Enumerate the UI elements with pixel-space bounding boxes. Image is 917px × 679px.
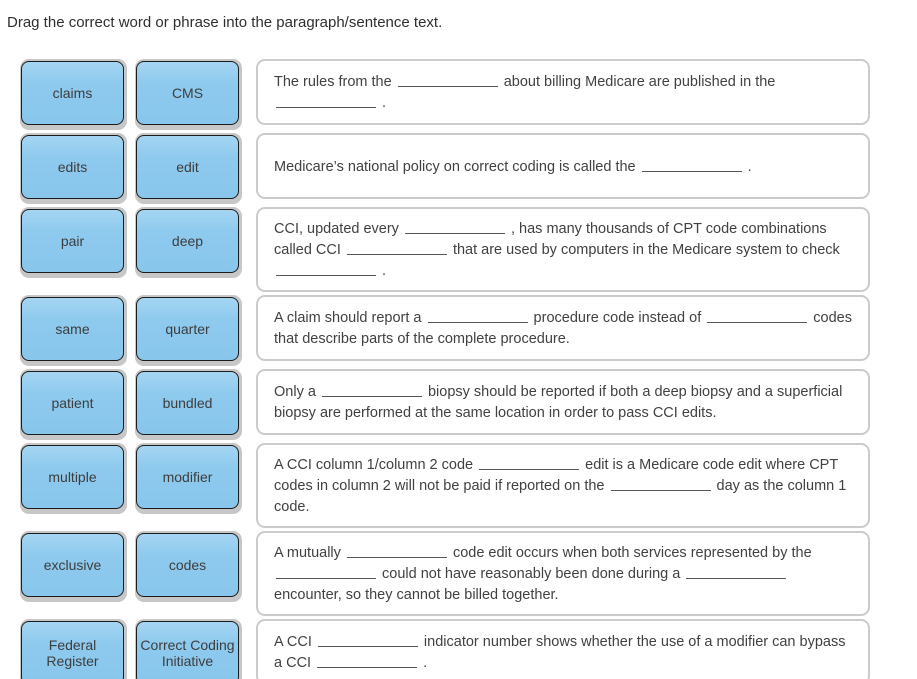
word-tile[interactable]: edit xyxy=(136,135,239,199)
blank-drop-target[interactable] xyxy=(346,543,447,558)
tile-slot: modifier xyxy=(135,443,242,514)
blank-drop-target[interactable] xyxy=(317,632,418,647)
tile-slot: multiple xyxy=(20,443,127,514)
sentence-box: The rules from the about billing Medicar… xyxy=(256,59,870,125)
tile-slot: quarter xyxy=(135,295,242,366)
blank-drop-target[interactable] xyxy=(404,219,505,234)
blank-drop-target[interactable] xyxy=(707,308,808,323)
blank-drop-target[interactable] xyxy=(346,240,447,255)
sentence-text: Only a biopsy should be reported if both… xyxy=(274,382,843,421)
blank-drop-target[interactable] xyxy=(427,308,528,323)
word-tile[interactable]: codes xyxy=(136,533,239,597)
tile-slot: edit xyxy=(135,133,242,204)
word-tile[interactable]: deep xyxy=(136,209,239,273)
sentence-text: The rules from the about billing Medicar… xyxy=(274,72,776,111)
tile-slot: same xyxy=(20,295,127,366)
tile-slot: bundled xyxy=(135,369,242,440)
blank-drop-target[interactable] xyxy=(479,455,580,470)
word-tile[interactable]: multiple xyxy=(21,445,124,509)
sentence-box: A claim should report a procedure code i… xyxy=(256,295,870,361)
blank-drop-target[interactable] xyxy=(317,653,418,668)
blank-drop-target[interactable] xyxy=(276,93,376,108)
tile-slot: Federal Register xyxy=(20,619,127,679)
sentence-box: CCI, updated every , has many thousands … xyxy=(256,207,870,292)
word-tile[interactable]: exclusive xyxy=(21,533,124,597)
word-tile[interactable]: bundled xyxy=(136,371,239,435)
tile-slot: CMS xyxy=(135,59,242,130)
tile-slot: pair xyxy=(20,207,127,278)
sentence-text: A CCI indicator number shows whether the… xyxy=(274,632,846,671)
word-tile[interactable]: quarter xyxy=(136,297,239,361)
tile-slot: claims xyxy=(20,59,127,130)
blank-drop-target[interactable] xyxy=(276,261,376,276)
instruction-text: Drag the correct word or phrase into the… xyxy=(7,14,443,31)
word-tile[interactable]: patient xyxy=(21,371,124,435)
tile-slot: codes xyxy=(135,531,242,602)
tile-slot: deep xyxy=(135,207,242,278)
blank-drop-target[interactable] xyxy=(276,564,376,579)
tile-slot: edits xyxy=(20,133,127,204)
tile-slot: Correct Coding Initiative xyxy=(135,619,242,679)
tile-slot: patient xyxy=(20,369,127,440)
sentence-box: A mutually code edit occurs when both se… xyxy=(256,531,870,616)
word-tile[interactable]: Federal Register xyxy=(21,621,124,679)
sentence-box: A CCI indicator number shows whether the… xyxy=(256,619,870,679)
sentence-text: CCI, updated every , has many thousands … xyxy=(274,219,840,279)
sentence-box: Only a biopsy should be reported if both… xyxy=(256,369,870,435)
word-tile[interactable]: same xyxy=(21,297,124,361)
word-tile[interactable]: edits xyxy=(21,135,124,199)
word-tile[interactable]: CMS xyxy=(136,61,239,125)
blank-drop-target[interactable] xyxy=(397,72,498,87)
tile-slot: exclusive xyxy=(20,531,127,602)
word-tile[interactable]: Correct Coding Initiative xyxy=(136,621,239,679)
blank-drop-target[interactable] xyxy=(610,476,711,491)
word-tile[interactable]: claims xyxy=(21,61,124,125)
word-tile[interactable]: modifier xyxy=(136,445,239,509)
blank-drop-target[interactable] xyxy=(321,382,422,397)
sentence-text: Medicare’s national policy on correct co… xyxy=(274,157,752,175)
sentence-box: Medicare’s national policy on correct co… xyxy=(256,133,870,199)
sentence-text: A CCI column 1/column 2 code edit is a M… xyxy=(274,455,847,515)
blank-drop-target[interactable] xyxy=(641,157,742,172)
sentence-box: A CCI column 1/column 2 code edit is a M… xyxy=(256,443,870,528)
word-tile[interactable]: pair xyxy=(21,209,124,273)
sentence-text: A mutually code edit occurs when both se… xyxy=(274,543,812,603)
sentence-text: A claim should report a procedure code i… xyxy=(274,308,852,347)
blank-drop-target[interactable] xyxy=(686,564,787,579)
